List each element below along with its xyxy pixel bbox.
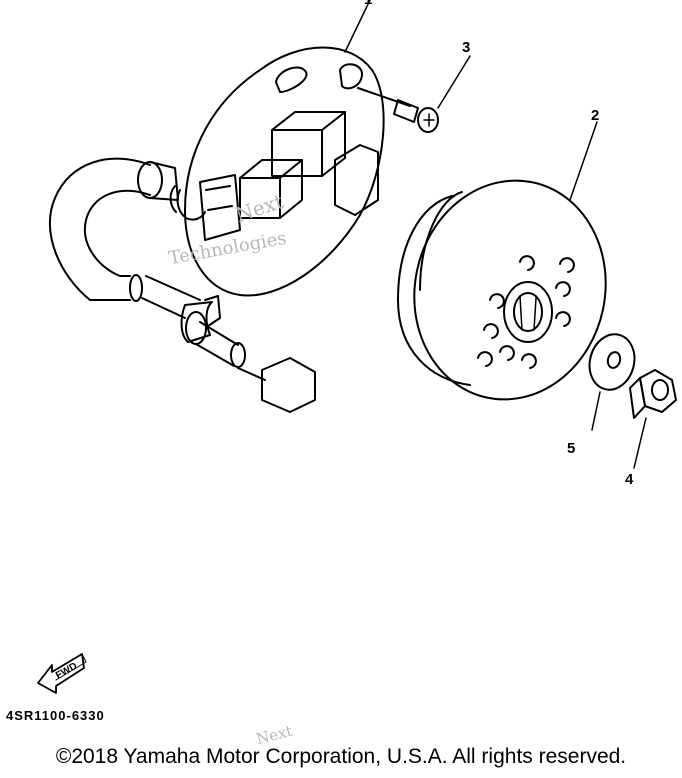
callout-2: 2 — [591, 107, 599, 124]
callout-4: 4 — [625, 471, 634, 488]
stator-assembly — [169, 46, 385, 297]
wire-harness — [48, 157, 316, 413]
callout-1: 1 — [364, 0, 372, 8]
callout-5: 5 — [567, 440, 575, 457]
washer — [588, 333, 636, 391]
nut — [629, 369, 677, 419]
screw — [357, 87, 439, 133]
leader-lines — [344, 0, 647, 469]
fwd-arrow-icon: FWD — [37, 653, 87, 694]
callout-3: 3 — [462, 39, 470, 56]
part-code: 4SR1100-6330 — [6, 708, 105, 723]
exploded-parts-diagram: 1 3 2 5 4 FWD — [37, 0, 677, 694]
copyright-notice: ©2018 Yamaha Motor Corporation, U.S.A. A… — [55, 745, 627, 768]
rotor — [397, 179, 607, 401]
